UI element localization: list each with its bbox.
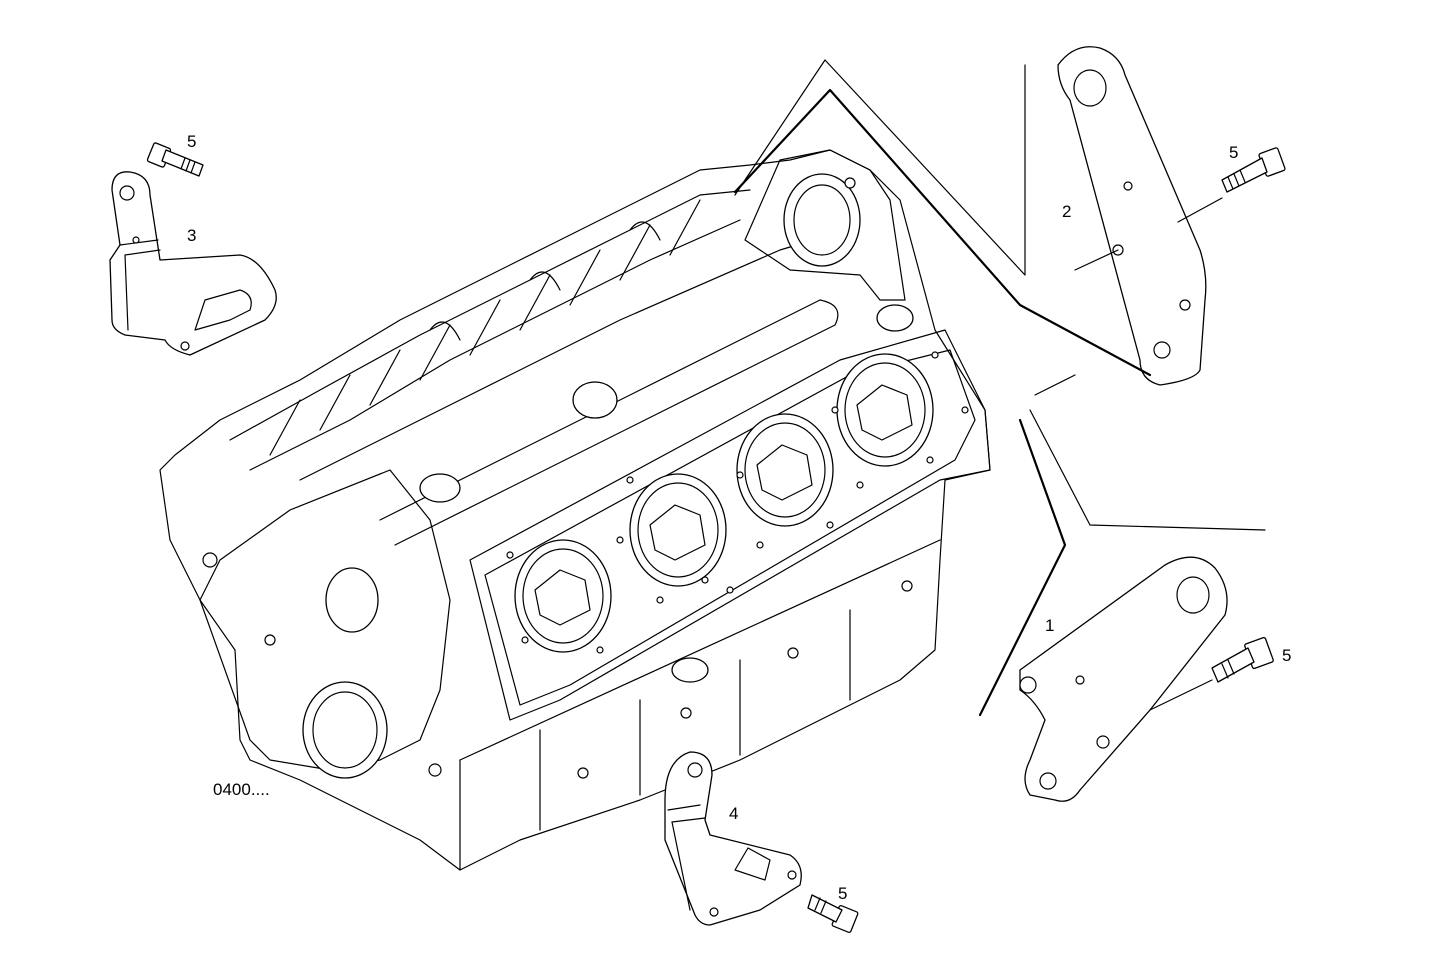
reference-label: 0400.... bbox=[213, 780, 270, 799]
cylinder-bores bbox=[514, 353, 934, 653]
callouts: 5 3 5 2 1 5 4 5 0400.... bbox=[187, 132, 1291, 903]
bracket-2[interactable] bbox=[1057, 46, 1207, 386]
bracket-1[interactable] bbox=[1019, 556, 1228, 802]
callout-screw-top-right: 5 bbox=[1229, 143, 1238, 162]
callout-bracket-2: 2 bbox=[1062, 202, 1071, 221]
screw-right[interactable] bbox=[1211, 636, 1274, 683]
callout-screw-bottom: 5 bbox=[838, 884, 847, 903]
callout-screw-top-left: 5 bbox=[187, 132, 196, 151]
engine-block bbox=[159, 149, 991, 871]
assembly-lines bbox=[733, 59, 1266, 717]
screw-top-left[interactable] bbox=[146, 142, 204, 177]
callout-bracket-4: 4 bbox=[729, 804, 738, 823]
callout-bracket-3: 3 bbox=[187, 226, 196, 245]
screw-bottom[interactable] bbox=[807, 894, 859, 933]
bracket-4[interactable] bbox=[664, 751, 802, 926]
bracket-3[interactable] bbox=[109, 171, 277, 356]
callout-bracket-1: 1 bbox=[1045, 616, 1054, 635]
callout-screw-right: 5 bbox=[1282, 646, 1291, 665]
head-bolt-holes bbox=[506, 351, 969, 654]
screw-top-right[interactable] bbox=[1221, 147, 1286, 193]
